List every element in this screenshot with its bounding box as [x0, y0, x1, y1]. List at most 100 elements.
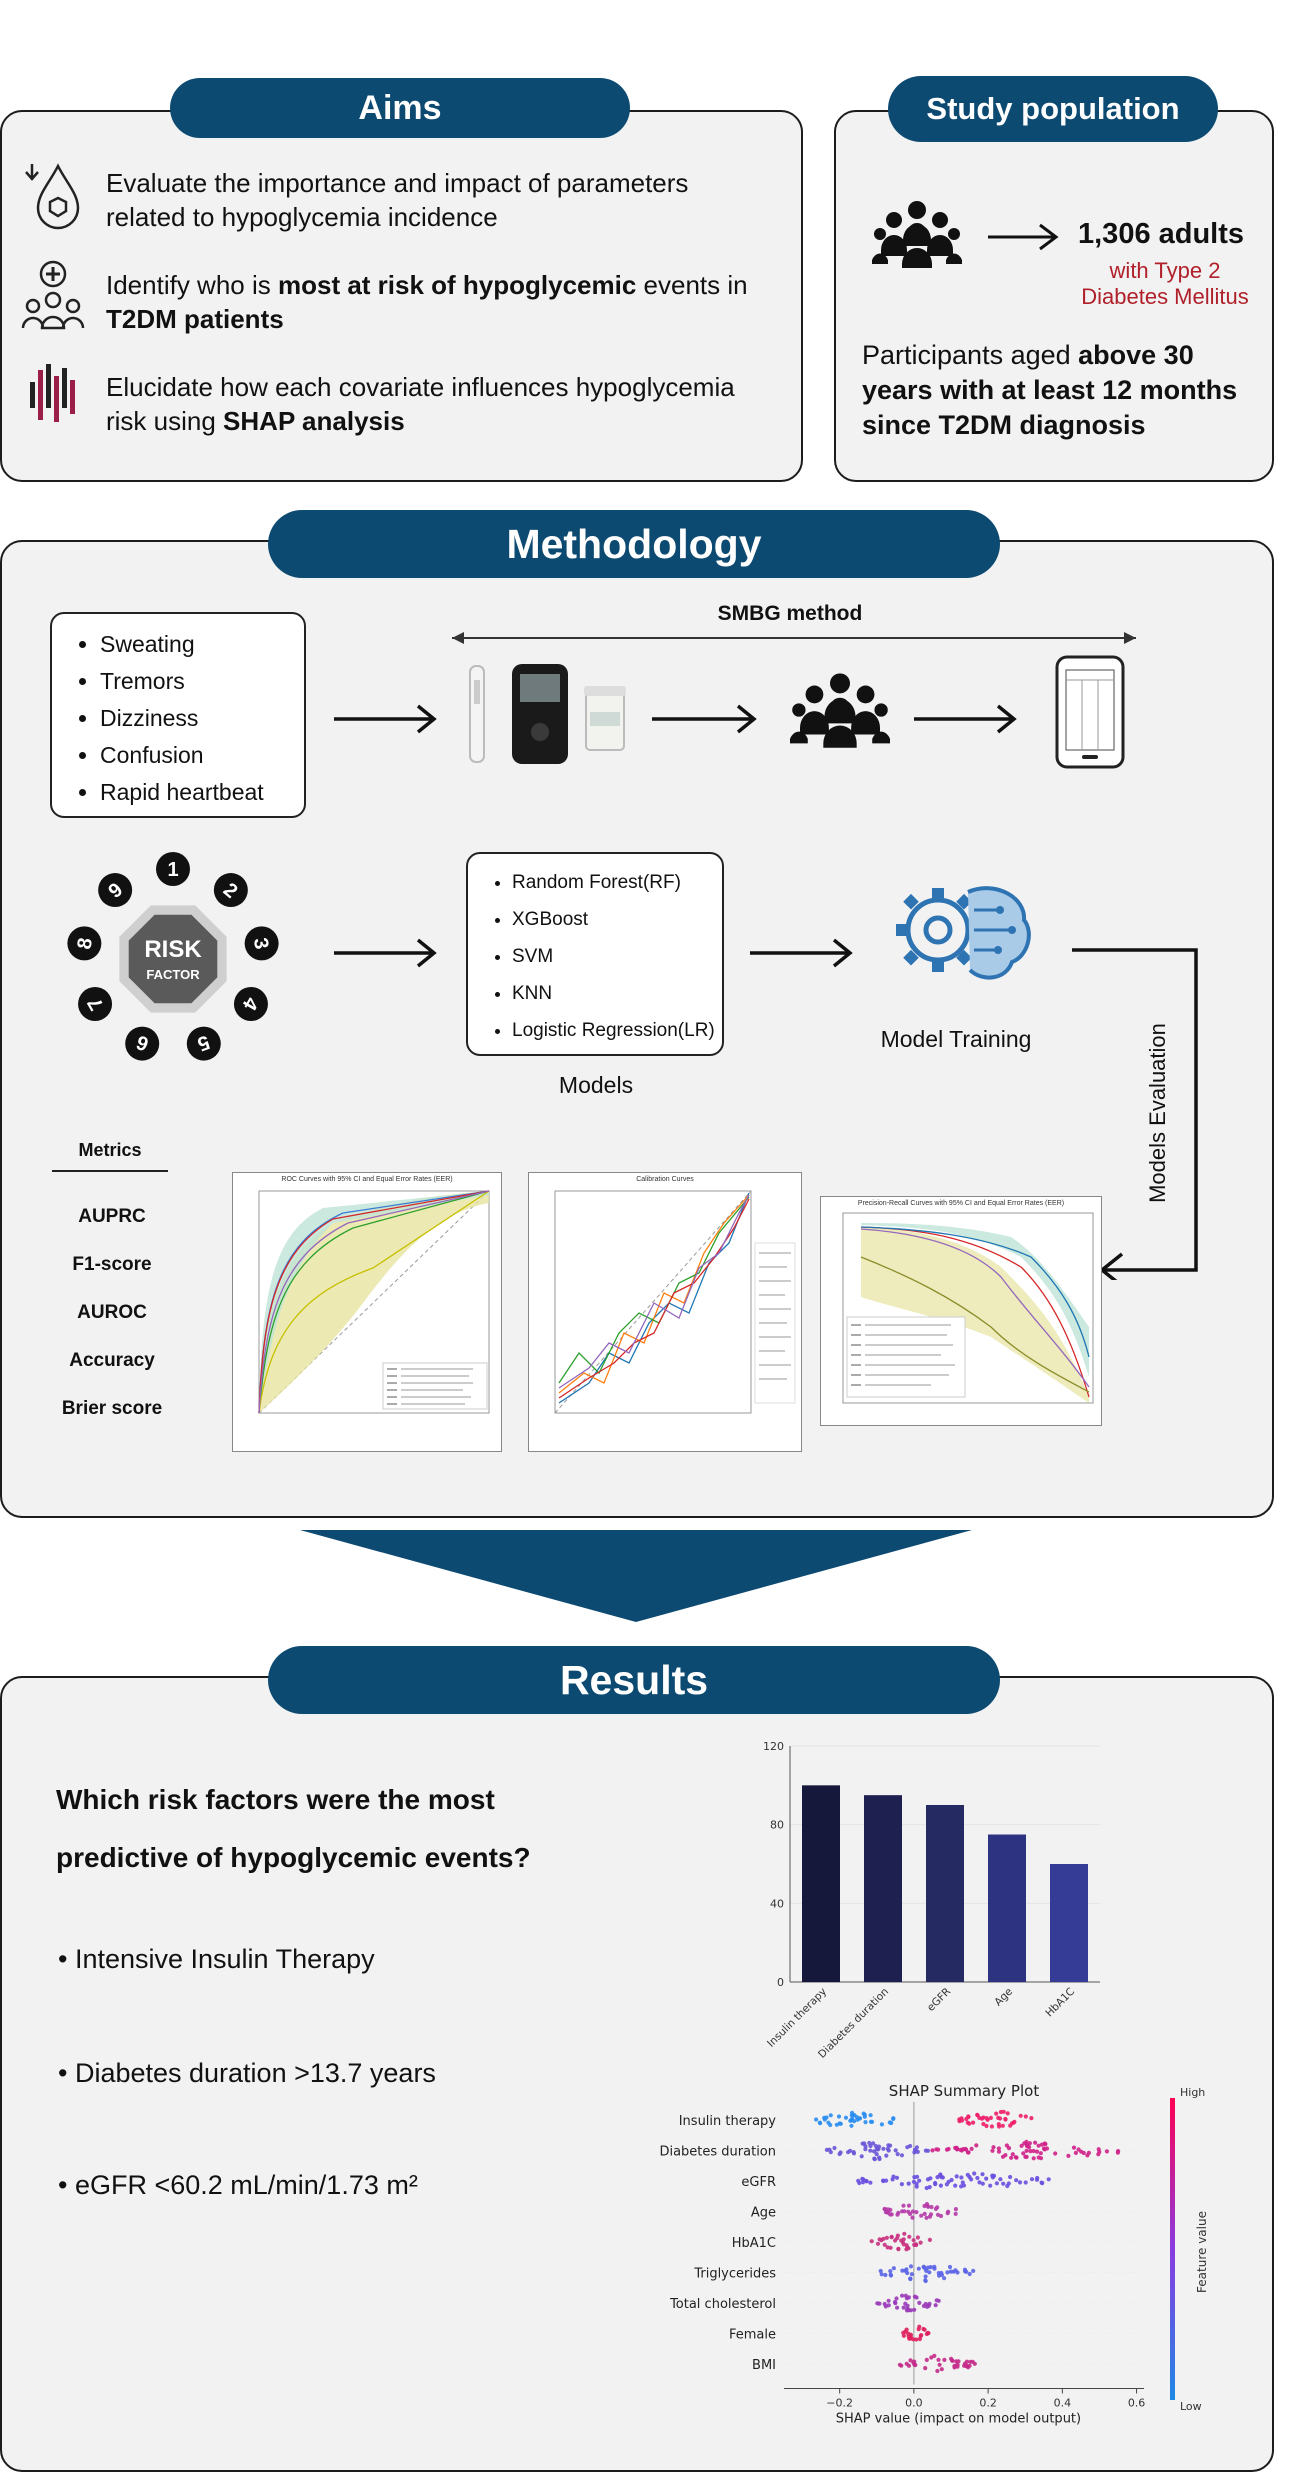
shap-point: [874, 2152, 879, 2157]
bar-mark: [802, 1785, 840, 1982]
shap-feature-label: Triglycerides: [693, 2267, 776, 2282]
shap-point: [884, 2235, 889, 2240]
shap-point: [938, 2183, 943, 2188]
shap-point: [850, 2110, 855, 2115]
shap-point: [832, 2145, 837, 2151]
shap-point: [886, 2303, 891, 2308]
models-list: Random Forest(RF)XGBoostSVMKNNLogistic R…: [488, 864, 722, 1049]
shap-point: [930, 2148, 935, 2153]
shap-point: [917, 2178, 922, 2183]
metrics-divider: [52, 1170, 168, 1172]
shap-point: [824, 2147, 829, 2152]
shap-feature-label: Insulin therapy: [679, 2114, 777, 2129]
model-item: SVM: [512, 938, 722, 975]
bar-category-label: eGFR: [925, 1986, 953, 2014]
shap-point: [1031, 2156, 1036, 2161]
shap-point: [869, 2239, 874, 2244]
shap-point: [969, 2146, 974, 2151]
shap-point: [894, 2175, 900, 2180]
shap-point: [1079, 2149, 1084, 2154]
risk-number-badge: [125, 1026, 160, 1061]
shap-point: [884, 2153, 889, 2158]
aims-panel: [0, 110, 803, 482]
shap-point: [901, 2333, 906, 2338]
aim-text-fragment: T2DM patients: [106, 304, 284, 334]
shap-point: [971, 2120, 976, 2125]
shap-point: [912, 2294, 917, 2299]
model-item: KNN: [512, 975, 722, 1012]
shap-point: [857, 2180, 862, 2186]
shap-feature-label: Diabetes duration: [659, 2145, 776, 2160]
shap-point: [1018, 2113, 1023, 2118]
smartphone-icon: [1055, 655, 1125, 769]
shap-point: [1046, 2177, 1051, 2182]
shap-xtick-label: 0.2: [979, 2397, 997, 2410]
shap-point: [980, 2172, 985, 2177]
smbg-range-line: [452, 632, 1136, 644]
model-training-label: Model Training: [880, 1026, 1032, 1052]
shap-point: [1066, 2153, 1071, 2158]
shap-point: [891, 2266, 896, 2271]
shap-point: [932, 2353, 937, 2358]
shap-point: [951, 2269, 956, 2274]
results-panel: [0, 1676, 1274, 2472]
shap-point: [873, 2144, 878, 2149]
risk-number-label: 3: [249, 936, 273, 951]
shap-point: [945, 2211, 950, 2216]
aim-text-fragment: events in: [636, 270, 748, 300]
model-item: Random Forest(RF): [512, 864, 722, 901]
shap-point: [876, 2144, 882, 2149]
shap-point: [818, 2121, 823, 2126]
shap-point: [900, 2268, 905, 2273]
shap-point: [908, 2358, 913, 2363]
shap-point: [908, 2264, 914, 2269]
shap-point: [912, 2242, 917, 2247]
shap-point: [994, 2181, 999, 2186]
shap-point: [964, 2359, 969, 2364]
shap-point: [1034, 2149, 1040, 2154]
metric-item: F1-score: [72, 1254, 152, 1275]
study-desc-bold: above 30 years with at least 12 months s…: [862, 340, 1238, 440]
shap-point: [875, 2301, 880, 2306]
aim-text-fragment: most at risk of hypoglycemic: [277, 270, 637, 300]
shap-point: [947, 2264, 953, 2270]
risk-number-badge: [78, 987, 113, 1021]
shap-point: [959, 2184, 964, 2189]
risk-number-badge: [244, 926, 279, 961]
shap-point: [901, 2237, 906, 2242]
bar-mark: [988, 1834, 1026, 1982]
shap-point: [980, 2181, 985, 2186]
shap-point: [1014, 2178, 1019, 2183]
shap-point: [1008, 2174, 1013, 2180]
model-item: Logistic Regression(LR): [512, 1012, 722, 1049]
shap-point: [929, 2204, 934, 2210]
shap-point: [1024, 2148, 1029, 2153]
at-risk-group-icon: [21, 260, 85, 330]
shap-point: [905, 2303, 910, 2308]
shap-point: [944, 2182, 949, 2187]
shap-point: [1038, 2151, 1043, 2156]
shap-point: [904, 2361, 909, 2366]
shap-point: [1031, 2148, 1036, 2154]
bar-category-label: HbA1C: [1043, 1986, 1077, 2020]
shap-point: [1012, 2119, 1017, 2124]
shap-point: [959, 2148, 964, 2153]
models-box: Random Forest(RF)XGBoostSVMKNNLogistic R…: [466, 852, 724, 1056]
shap-point: [953, 2145, 958, 2150]
shap-point: [887, 2120, 892, 2125]
shap-point: [923, 2274, 928, 2279]
shap-point: [965, 2172, 970, 2177]
shap-point: [918, 2333, 923, 2339]
shap-point: [913, 2149, 919, 2154]
shap-point: [928, 2212, 934, 2217]
metric-item: AUROC: [77, 1302, 147, 1323]
shap-point: [932, 2264, 937, 2269]
shap-point: [872, 2157, 877, 2162]
symptoms-arrow: [334, 704, 437, 734]
shap-point: [984, 2176, 989, 2181]
shap-point: [899, 2153, 905, 2158]
shap-point: [1010, 2152, 1015, 2157]
shap-point: [935, 2205, 940, 2210]
shap-point: [953, 2183, 958, 2188]
shap-point: [967, 2271, 972, 2277]
